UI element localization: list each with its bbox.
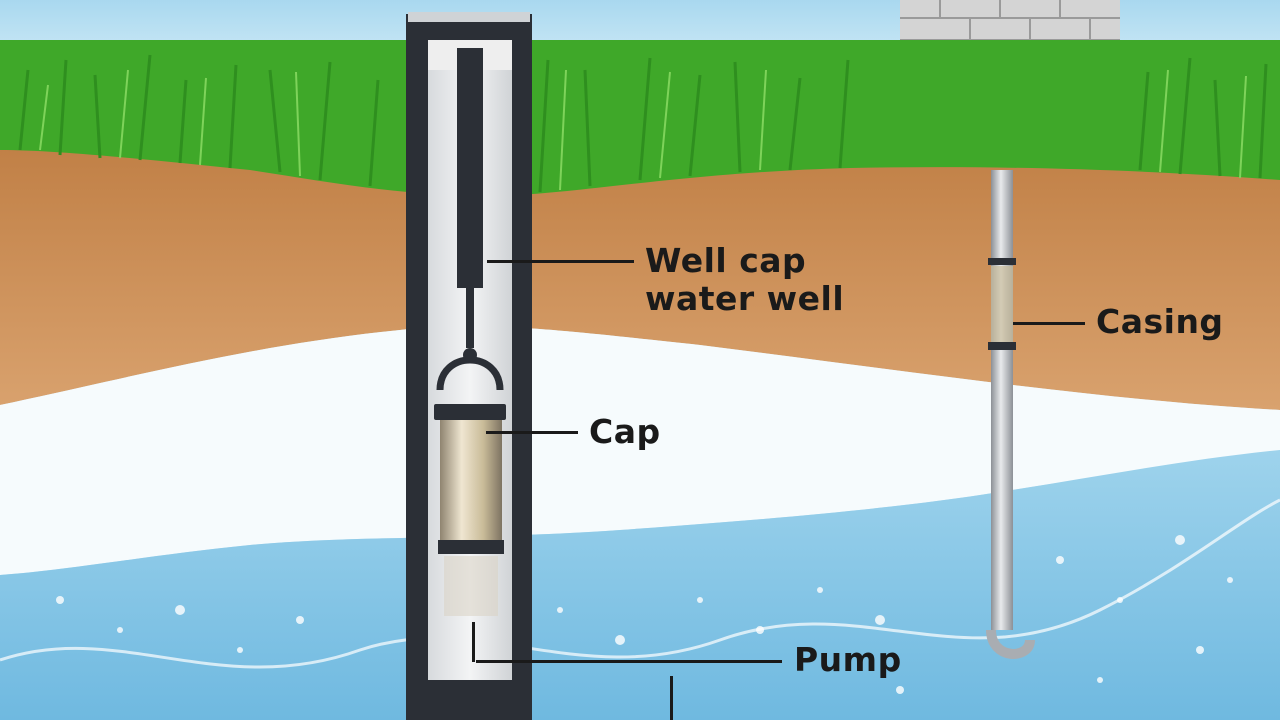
well-cap-leader-line: [487, 260, 634, 263]
pump-label: Pump: [794, 640, 902, 679]
water-foam: [0, 325, 1280, 575]
cap-label: Cap: [589, 412, 661, 451]
well-cap-label-line1: Well cap: [645, 241, 807, 280]
soil-layer: [0, 140, 1280, 410]
right-casing-pipe: [986, 170, 1035, 659]
well-cap-label-line2: water well: [645, 279, 845, 318]
casing-leader-line: [1013, 322, 1085, 325]
pump-leader-line: [476, 660, 782, 663]
casing-label: Casing: [1096, 302, 1224, 341]
bottom-leader-vertical: [670, 676, 673, 720]
well-cap-water-well-label: Well cap water well: [645, 242, 844, 318]
grass-highlights: [39, 69, 1247, 191]
cap-leader-line: [486, 431, 578, 434]
pump-leader-vertical: [472, 622, 475, 662]
grass-blades: [18, 54, 1268, 193]
cap-cylinder: [434, 404, 506, 554]
grass-layer: [0, 40, 1280, 196]
cap-reflection: [444, 556, 498, 616]
water-wave-line: [0, 498, 1280, 669]
groundwater: [0, 450, 1280, 720]
drop-pipe: [436, 48, 504, 391]
